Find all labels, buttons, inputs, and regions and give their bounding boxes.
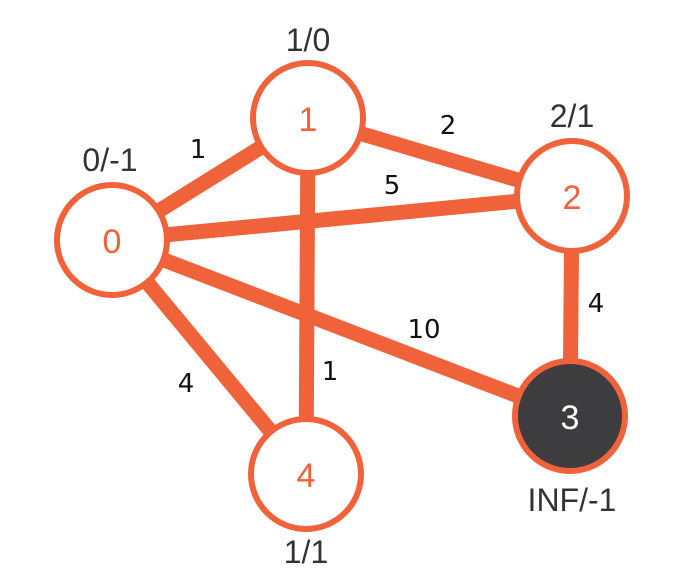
edge-weights-layer: 1 5 10 4 2 1 4 (178, 111, 605, 399)
edge-weight-0-3: 10 (407, 315, 440, 345)
edge-1-4 (298, 117, 316, 475)
nodes-layer: 0 1 2 3 4 (54, 60, 630, 532)
node-4-circle (248, 416, 364, 532)
edge-weight-1-2: 2 (440, 111, 457, 141)
node-2-distance-label: 2/1 (550, 98, 594, 134)
edge-weight-2-3: 4 (588, 289, 605, 319)
node-0-label: 0 (103, 223, 122, 261)
node-1[interactable]: 1 (250, 60, 366, 176)
node-2[interactable]: 2 (514, 138, 630, 254)
node-4-distance-label: 1/1 (284, 534, 328, 570)
node-0[interactable]: 0 (54, 182, 170, 298)
node-3[interactable]: 3 (512, 358, 628, 474)
edge-weight-1-4: 1 (322, 357, 339, 387)
edges-layer (106, 110, 580, 479)
node-4-label: 4 (297, 457, 316, 495)
edge-weight-0-4: 4 (178, 369, 195, 399)
node-1-label: 1 (299, 101, 318, 139)
node-0-distance-label: 0/-1 (82, 142, 137, 178)
node-2-circle (514, 138, 630, 254)
node-1-distance-label: 1/0 (286, 22, 330, 58)
edge-0-2 (111, 188, 573, 248)
node-3-label: 3 (561, 399, 580, 437)
node-3-circle (512, 358, 628, 474)
node-3-distance-label: INF/-1 (528, 482, 617, 518)
edge-weight-0-2: 5 (384, 171, 401, 201)
node-0-circle (54, 182, 170, 298)
node-1-circle (250, 60, 366, 176)
node-2-label: 2 (563, 179, 582, 217)
node-4[interactable]: 4 (248, 416, 364, 532)
edge-0-3 (109, 232, 573, 424)
edge-weight-0-1: 1 (190, 135, 207, 165)
